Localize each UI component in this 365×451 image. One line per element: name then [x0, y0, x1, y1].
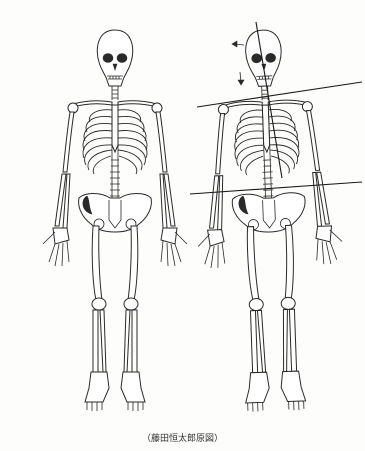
left-arrow-icon — [232, 41, 244, 47]
down-arrow-icon — [238, 72, 244, 85]
tilted-skeleton — [190, 22, 362, 413]
normal-skeleton — [43, 30, 187, 411]
figure-caption: （藤田恒太郎原図） — [0, 431, 365, 444]
